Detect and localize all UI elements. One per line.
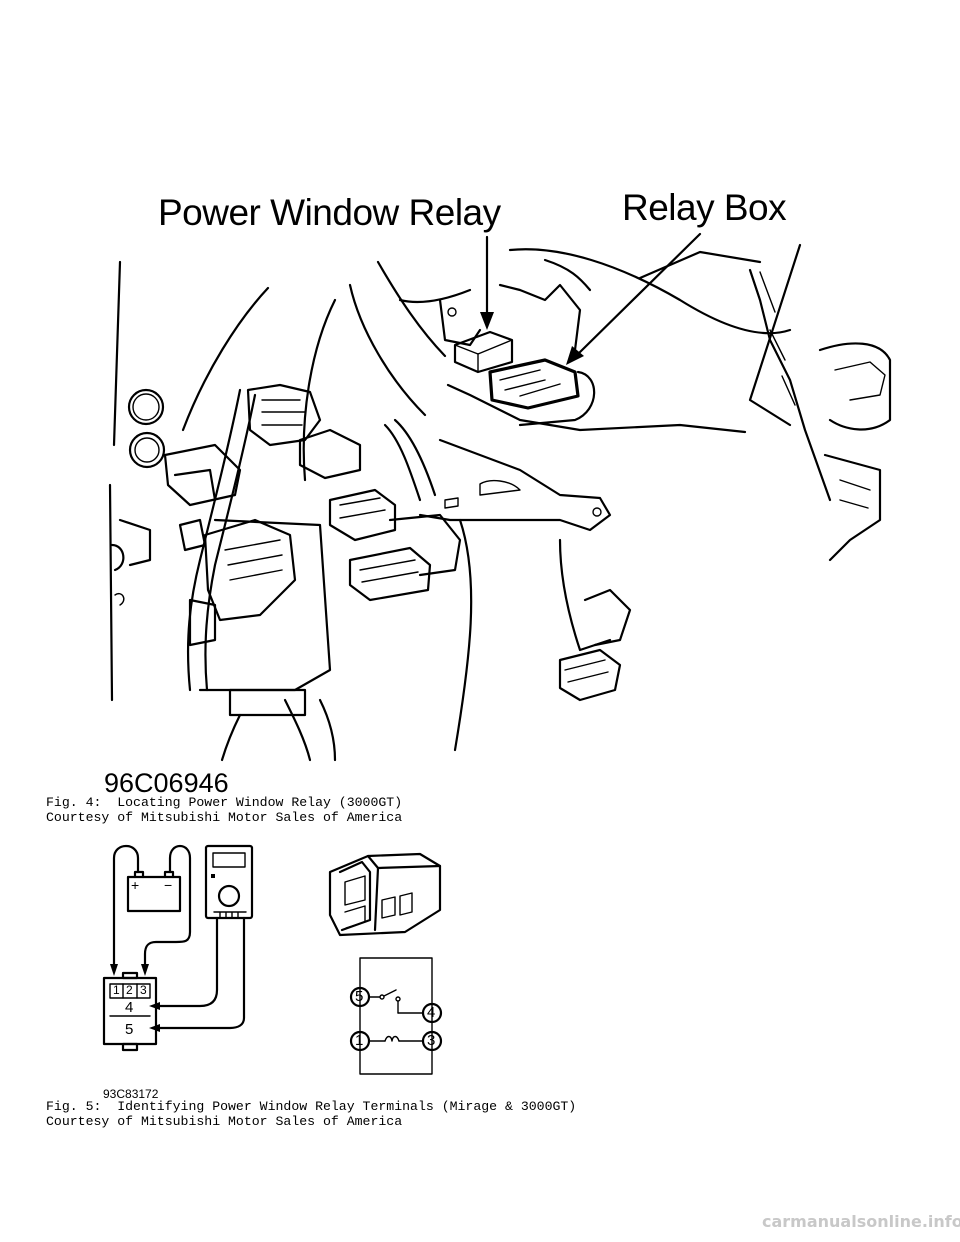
figure-5-id: 93C83172 (103, 1087, 159, 1101)
connector-terminal-1: 1 (113, 983, 120, 997)
figure-4-caption-line2: Courtesy of Mitsubishi Motor Sales of Am… (46, 810, 403, 825)
battery-minus: − (164, 877, 173, 893)
relay-schematic (349, 957, 443, 1075)
watermark: carmanualsonline.info (762, 1212, 960, 1231)
callout-arrow-relay (480, 235, 494, 330)
connector-terminal-2: 2 (126, 983, 133, 997)
figure-4-caption-line1: Fig. 4: Locating Power Window Relay (300… (46, 795, 403, 810)
schematic-terminal-3: 3 (427, 1032, 436, 1049)
label-power-window-relay: Power Window Relay (158, 192, 501, 233)
connector-terminal-3: 3 (140, 983, 147, 997)
grommet-lower (128, 431, 166, 469)
schematic-terminal-1: 1 (355, 1032, 364, 1049)
figure-5-caption-line2: Courtesy of Mitsubishi Motor Sales of Am… (46, 1114, 403, 1129)
figure-4-line-drawing (108, 232, 892, 762)
relay-3d (328, 852, 442, 937)
label-relay-box: Relay Box (622, 187, 787, 228)
relay-connector (102, 971, 158, 1052)
connector-terminal-5: 5 (125, 1021, 134, 1038)
battery-plus: + (131, 877, 140, 893)
relay-box-part (488, 358, 596, 427)
connector-terminal-4: 4 (125, 999, 134, 1016)
figure-4-id: 96C06946 (104, 768, 229, 798)
grommet-upper (127, 388, 165, 426)
schematic-terminal-5: 5 (355, 988, 364, 1005)
multimeter (204, 844, 254, 920)
power-window-relay-part (453, 330, 514, 374)
callout-arrow-relay-box (566, 232, 702, 365)
figure-5-caption-line1: Fig. 5: Identifying Power Window Relay T… (46, 1099, 577, 1114)
schematic-terminal-4: 4 (427, 1004, 436, 1021)
